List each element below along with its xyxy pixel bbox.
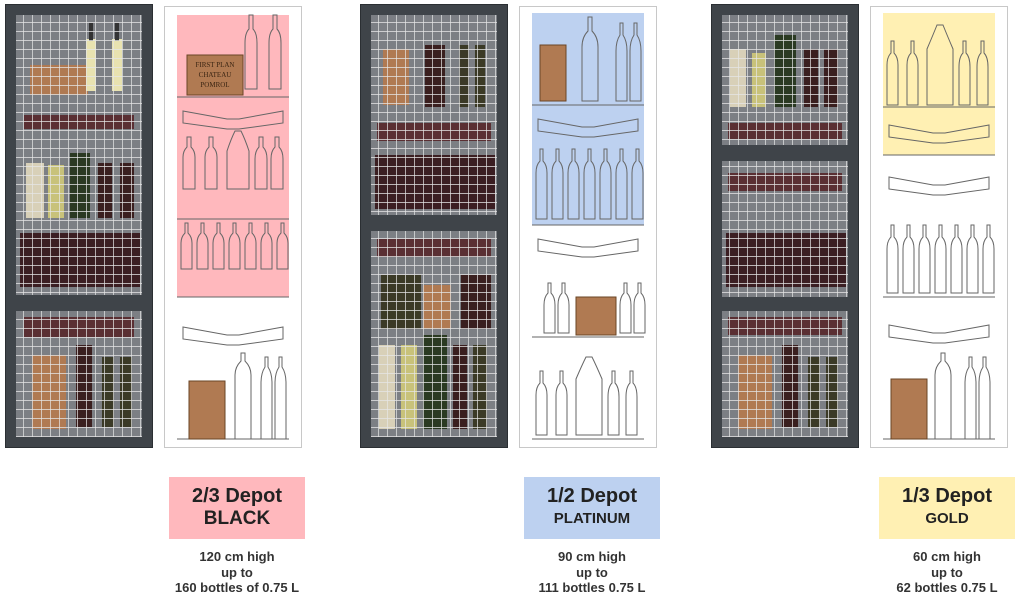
black-capacity: 120 cm high up to 160 bottles of 0.75 L bbox=[152, 549, 322, 596]
crate-label-line2: CHATEAU bbox=[199, 71, 232, 79]
gold-upto: up to bbox=[931, 564, 963, 580]
gold-bottles: 62 bottles 0.75 L bbox=[896, 580, 998, 595]
crate-label-line3: POMROL bbox=[200, 81, 229, 89]
black-bottles: 160 bottles of 0.75 L bbox=[174, 580, 300, 595]
gold-label: 1/3 Depot GOLD bbox=[879, 477, 1015, 539]
platinum-capacity: 90 cm high up to 111 bottles 0.75 L bbox=[507, 549, 677, 596]
black-upto: up to bbox=[221, 564, 253, 580]
gold-cabinet-drawing bbox=[870, 6, 1008, 448]
black-subtitle: BLACK bbox=[203, 508, 271, 529]
gold-cabinet-photo bbox=[711, 4, 859, 448]
platinum-height: 90 cm high bbox=[558, 549, 626, 564]
gold-height: 60 cm high bbox=[913, 549, 981, 564]
platinum-cabinet-drawing bbox=[519, 6, 657, 448]
product-gold: 1/3 Depot GOLD 60 cm high up to 62 bottl… bbox=[707, 0, 1024, 612]
platinum-upto: up to bbox=[576, 564, 608, 580]
platinum-bottles: 111 bottles 0.75 L bbox=[538, 580, 646, 595]
black-height: 120 cm high bbox=[199, 549, 275, 564]
platinum-subtitle: PLATINUM bbox=[553, 510, 631, 527]
crate-label-line1: FIRST PLAN bbox=[196, 61, 235, 69]
gold-capacity: 60 cm high up to 62 bottles 0.75 L bbox=[862, 549, 1024, 596]
product-black: FIRST PLAN CHATEAU POMROL 2/3 Depot BLAC… bbox=[1, 0, 331, 612]
platinum-title: 1/2 Depot bbox=[546, 485, 638, 507]
black-label: 2/3 Depot BLACK bbox=[169, 477, 305, 539]
black-cabinet-drawing: FIRST PLAN CHATEAU POMROL bbox=[164, 6, 302, 448]
platinum-cabinet-photo bbox=[360, 4, 508, 448]
gold-subtitle: GOLD bbox=[925, 510, 969, 527]
platinum-label: 1/2 Depot PLATINUM bbox=[524, 477, 660, 539]
product-platinum: 1/2 Depot PLATINUM 90 cm high up to 111 … bbox=[356, 0, 686, 612]
storage-highlight bbox=[883, 13, 995, 155]
gold-title: 1/3 Depot bbox=[901, 485, 993, 507]
black-cabinet-photo bbox=[5, 4, 153, 448]
black-title: 2/3 Depot bbox=[191, 485, 283, 507]
